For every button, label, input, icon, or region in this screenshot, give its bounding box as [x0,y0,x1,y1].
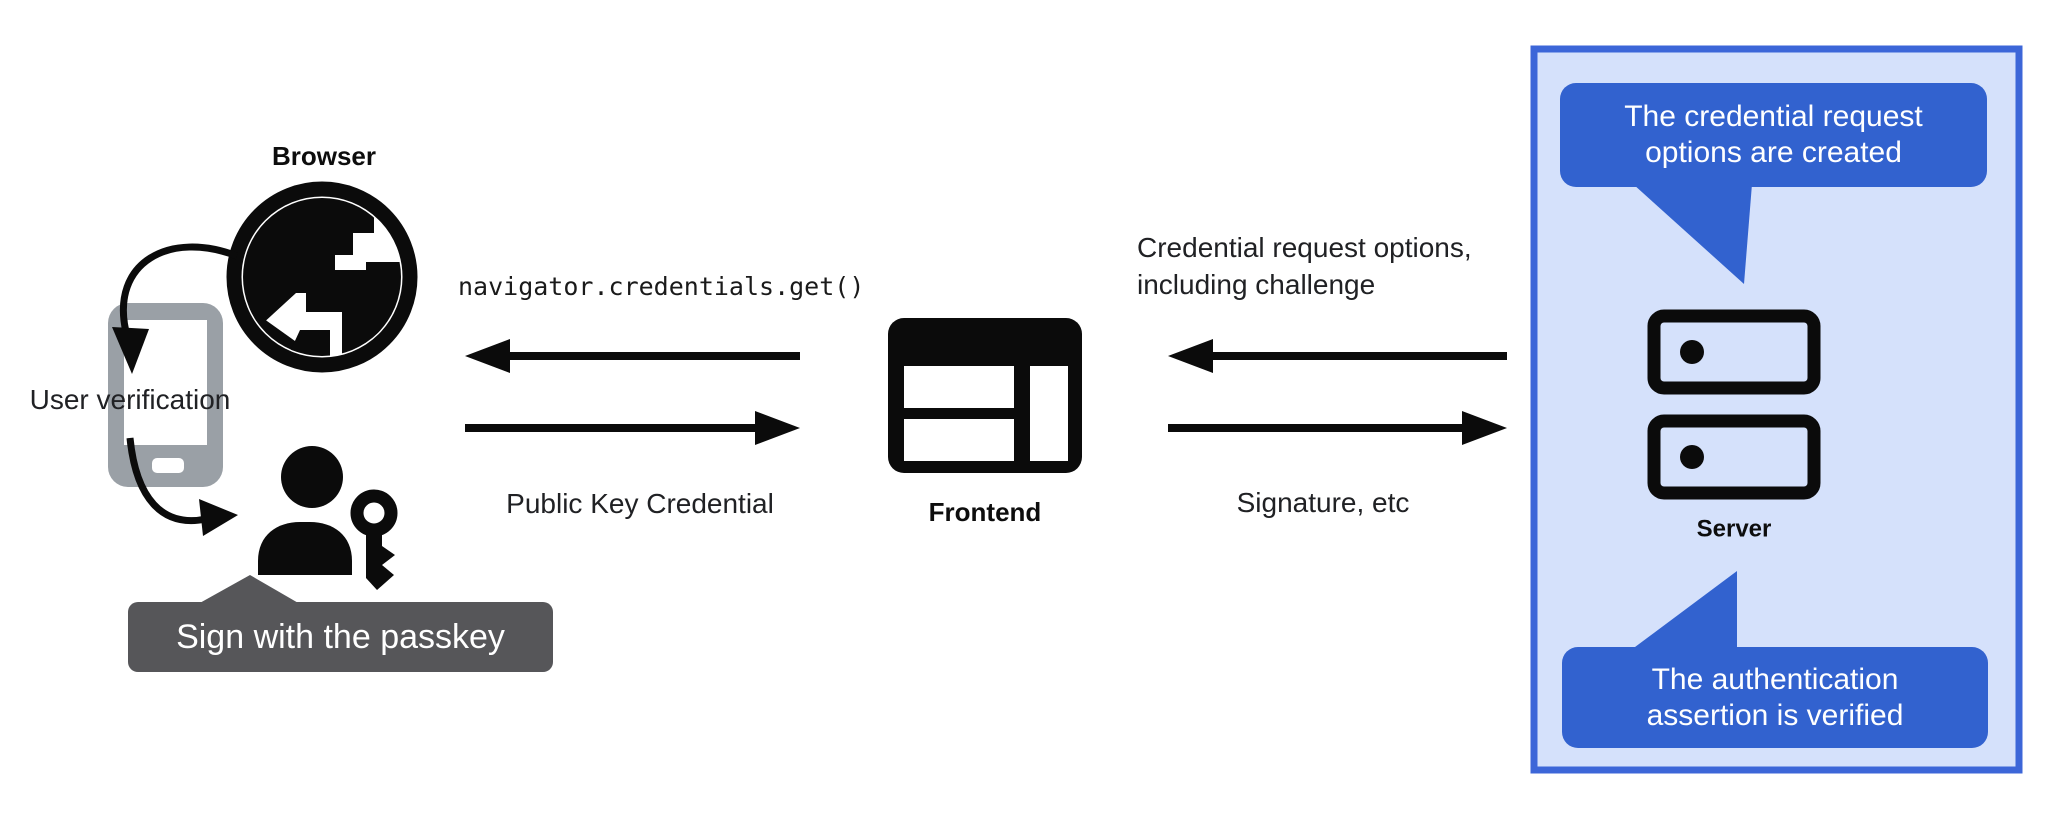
note-bottom-line1: The authentication [1651,662,1899,696]
sign-with-passkey-tooltip: Sign with the passkey [128,602,553,672]
person-icon [258,446,352,575]
credential-request-options-line2: including challenge [1137,269,1376,300]
globe-icon [226,181,418,373]
user-verification-label: User verification [29,383,231,415]
note-top-tail [1633,184,1752,284]
frontend-label: Frontend [928,497,1042,528]
note-assertion-verified: The authentication assertion is verified [1562,647,1988,748]
arrow-browser-to-frontend [465,411,800,445]
tooltip-pointer [198,575,300,604]
browser-window-icon [888,318,1082,473]
browser-label: Browser [271,141,377,172]
server-stack-icon [1647,309,1821,500]
arrow-frontend-to-server [1168,411,1507,445]
credential-request-options-line1: Credential request options, [1137,232,1472,263]
signature-etc-label: Signature, etc [1236,486,1410,518]
sign-with-passkey-text: Sign with the passkey [176,617,505,656]
note-bottom-line2: assertion is verified [1646,698,1904,732]
note-top-line1: The credential request [1624,100,1923,133]
navigator-credentials-get-label: navigator.credentials.get() [458,271,865,301]
key-icon [350,489,398,590]
arrow-phone-to-user [126,437,238,536]
credential-request-options-label: Credential request options, including ch… [1137,229,1472,303]
arrow-browser-to-phone [112,243,239,374]
note-top-line2: options are created [1645,136,1902,169]
note-credential-request-created: The credential request options are creat… [1560,83,1987,187]
note-bottom-tail [1631,571,1737,650]
public-key-credential-label: Public Key Credential [506,487,774,519]
arrow-server-to-frontend [1168,339,1507,373]
arrow-frontend-to-browser [465,339,800,373]
server-label: Server [1696,515,1772,543]
